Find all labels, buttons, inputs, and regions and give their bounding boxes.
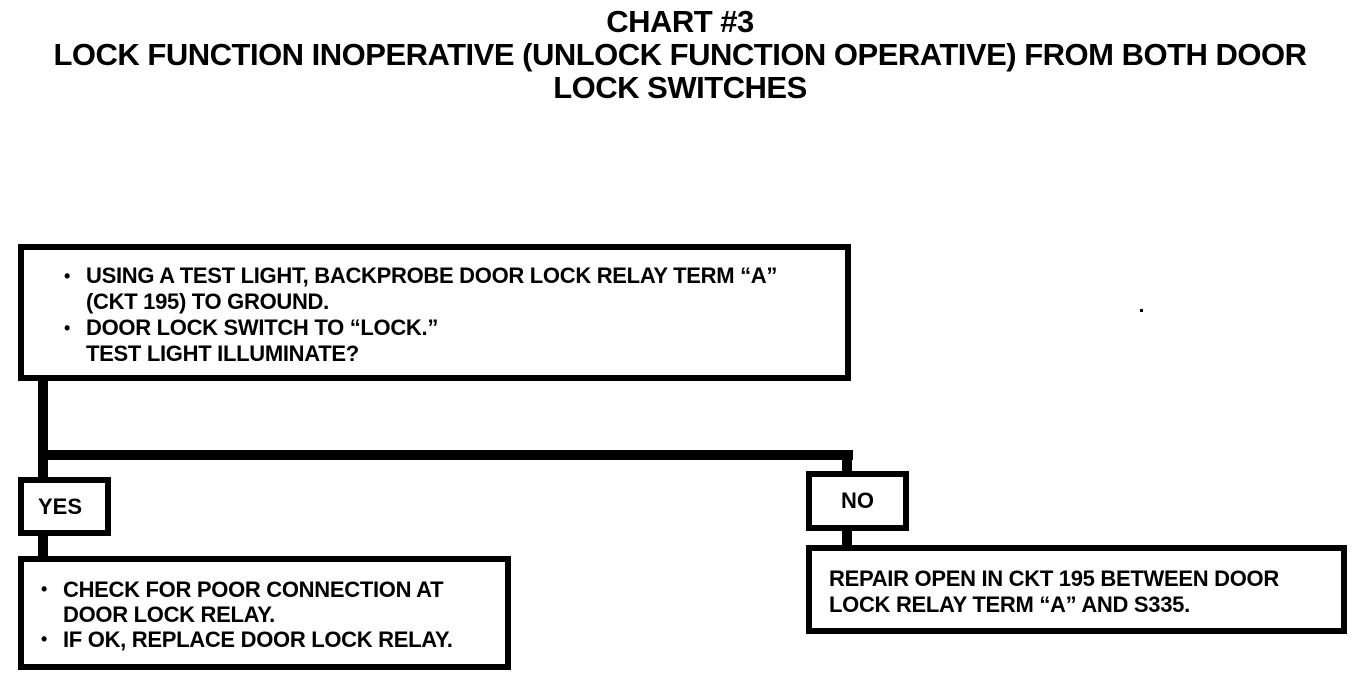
no-label: NO <box>841 488 874 513</box>
bullet-icon: • <box>41 629 48 649</box>
question-line-text: TEST LIGHT ILLUMINATE? <box>86 341 359 366</box>
bullet-icon: • <box>64 318 71 338</box>
connector-no-to-result <box>842 526 852 548</box>
no-result-line-text: LOCK RELAY TERM “A” AND S335. <box>829 592 1190 617</box>
yes-result-line: • IF OK, REPLACE DOOR LOCK RELAY. <box>41 627 497 652</box>
no-result-box: REPAIR OPEN IN CKT 195 BETWEEN DOOR LOCK… <box>806 545 1347 634</box>
bullet-icon: • <box>41 579 48 599</box>
yes-result-line-text: CHECK FOR POOR CONNECTION AT <box>63 577 444 602</box>
yes-decision-box: YES <box>18 477 111 536</box>
question-line: TEST LIGHT ILLUMINATE? <box>64 341 837 367</box>
question-line-text: DOOR LOCK SWITCH TO “LOCK.” <box>86 315 439 340</box>
question-box-content: • USING A TEST LIGHT, BACKPROBE DOOR LOC… <box>24 250 845 367</box>
yes-result-line: • CHECK FOR POOR CONNECTION AT <box>41 577 497 602</box>
no-result-line: LOCK RELAY TERM “A” AND S335. <box>829 592 1333 618</box>
connector-branch-to-no <box>842 450 852 477</box>
connector-branch-horizontal <box>38 450 853 460</box>
question-line-text: USING A TEST LIGHT, BACKPROBE DOOR LOCK … <box>86 263 778 288</box>
chart-title-line-2: LOCK FUNCTION INOPERATIVE (UNLOCK FUNCTI… <box>53 37 1307 72</box>
no-result-line-text: REPAIR OPEN IN CKT 195 BETWEEN DOOR <box>829 566 1279 591</box>
chart-title-line-1: CHART #3 <box>606 4 754 39</box>
bullet-spacer <box>64 341 86 367</box>
yes-result-box: • CHECK FOR POOR CONNECTION AT DOOR LOCK… <box>18 556 511 670</box>
bullet-spacer <box>64 289 86 315</box>
yes-label: YES <box>38 493 83 519</box>
yes-result-line-text: DOOR LOCK RELAY. <box>63 602 275 627</box>
yes-result-line-text: IF OK, REPLACE DOOR LOCK RELAY. <box>63 627 453 652</box>
scan-artifact-speck <box>1140 309 1143 312</box>
no-result-line: REPAIR OPEN IN CKT 195 BETWEEN DOOR <box>829 566 1333 592</box>
connector-yes-to-result <box>38 530 48 558</box>
bullet-icon: • <box>64 266 71 286</box>
chart-title-line-3: LOCK SWITCHES <box>553 70 807 105</box>
question-line: • USING A TEST LIGHT, BACKPROBE DOOR LOC… <box>64 263 837 289</box>
no-result-content: REPAIR OPEN IN CKT 195 BETWEEN DOOR LOCK… <box>812 551 1341 618</box>
question-line: • DOOR LOCK SWITCH TO “LOCK.” <box>64 315 837 341</box>
yes-result-line: DOOR LOCK RELAY. <box>41 602 497 627</box>
no-decision-box: NO <box>806 471 909 531</box>
chart-title: CHART #3 LOCK FUNCTION INOPERATIVE (UNLO… <box>0 5 1360 104</box>
connector-question-to-branch <box>38 378 48 480</box>
bullet-spacer <box>41 602 63 627</box>
question-line: (CKT 195) TO GROUND. <box>64 289 837 315</box>
yes-result-content: • CHECK FOR POOR CONNECTION AT DOOR LOCK… <box>24 562 505 652</box>
question-line-text: (CKT 195) TO GROUND. <box>86 289 329 314</box>
question-box: • USING A TEST LIGHT, BACKPROBE DOOR LOC… <box>18 244 851 381</box>
